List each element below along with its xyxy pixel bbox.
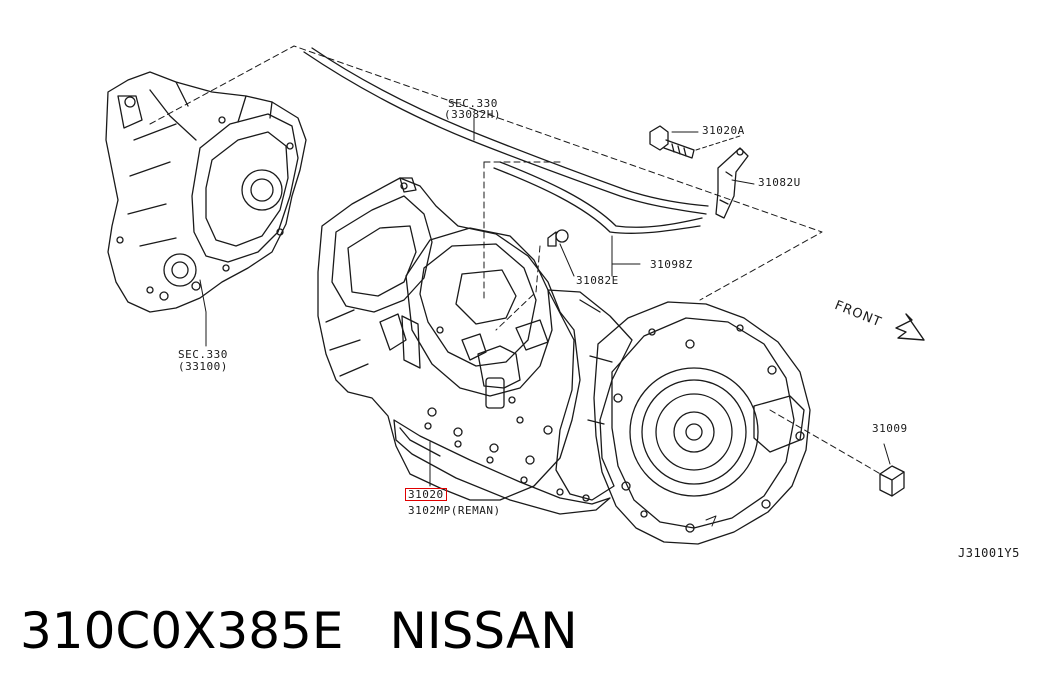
label-sec330-left: SEC.330 [178, 348, 228, 361]
dashed-guide-lines [149, 45, 885, 477]
front-arrow-icon [895, 313, 925, 341]
hose-clip [547, 229, 569, 247]
leader-lines [429, 117, 755, 487]
transfer-case [105, 71, 307, 347]
transmission-exploded-diagram [105, 45, 925, 545]
label-33100: (33100) [178, 360, 228, 373]
label-3102mp-reman: 3102MP(REMAN) [408, 504, 501, 517]
converter-housing [593, 301, 811, 545]
footer: 310C0X385E NISSAN [20, 596, 1020, 666]
label-31020a: 31020A [702, 124, 745, 137]
label-sec330-top: SEC.330 [448, 97, 498, 110]
label-31020-highlighted: 31020 [405, 488, 447, 501]
diagram-code: J31001Y5 [958, 546, 1020, 560]
breather-hose [303, 47, 709, 234]
label-31082u: 31082U [758, 176, 801, 189]
bracket-and-bolt [649, 125, 749, 219]
label-31009: 31009 [872, 422, 908, 435]
brand-name: NISSAN [389, 602, 578, 660]
transmission-body [317, 177, 633, 515]
label-31082e: 31082E [576, 274, 619, 287]
label-31098z: 31098Z [650, 258, 693, 271]
label-33082h: (33082H) [444, 108, 501, 121]
part-number: 310C0X385E [20, 602, 344, 660]
bolt-31009 [879, 443, 905, 497]
